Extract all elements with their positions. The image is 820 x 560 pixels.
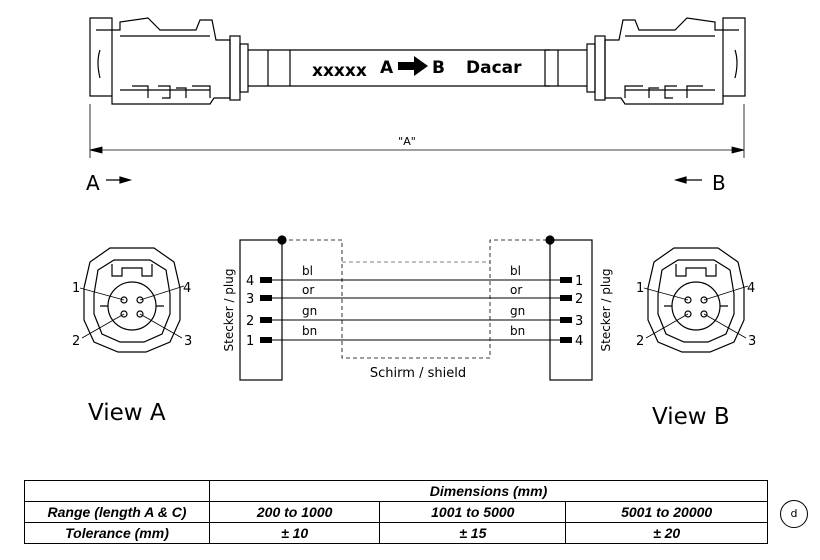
left-plug-box — [239, 239, 283, 381]
cable-body — [267, 49, 559, 87]
cable-brand: Dacar — [466, 58, 522, 78]
cable-assembly: xxxxx A B Dacar — [89, 17, 746, 105]
left-connector — [89, 17, 291, 105]
wire-color-left: gn — [302, 304, 317, 318]
view-a-pin-2: 2 — [72, 334, 80, 349]
view-a-face — [79, 247, 185, 353]
right-plug-box — [549, 239, 593, 381]
left-pin-number: 2 — [246, 314, 254, 329]
right-pin-number: 2 — [575, 292, 583, 307]
table-cell: ± 15 — [379, 522, 567, 544]
view-a-pin-3: 3 — [184, 334, 192, 349]
table-row: Tolerance (mm) ± 10 ± 15 ± 20 — [24, 522, 768, 544]
cable-part-number: xxxxx — [312, 61, 367, 81]
table-cell: 5001 to 20000 — [565, 501, 768, 523]
length-label: "A" — [398, 135, 416, 148]
wire-color-right: or — [510, 283, 522, 297]
length-dimension: "A" — [89, 104, 745, 158]
view-b-face — [643, 247, 749, 353]
wire-color-left: bn — [302, 324, 317, 338]
left-pin-number: 1 — [246, 334, 254, 349]
wire-color-left: or — [302, 283, 314, 297]
view-b-pin-2: 2 — [636, 334, 644, 349]
view-b-label: View B — [652, 404, 730, 430]
right-pin-number: 3 — [575, 314, 583, 329]
right-plug-label: Stecker / plug — [599, 269, 613, 352]
wire-color-right: gn — [510, 304, 525, 318]
wire-color-left: bl — [302, 264, 313, 278]
wire-color-right: bl — [510, 264, 521, 278]
right-connector — [544, 17, 746, 105]
end-a-arrow-icon — [106, 176, 133, 184]
cable-label-b: B — [432, 58, 445, 78]
view-a-pin-4: 4 — [183, 281, 191, 296]
left-plug-label: Stecker / plug — [222, 269, 236, 352]
right-pin-number: 1 — [575, 274, 583, 289]
left-pin-number: 4 — [246, 274, 254, 289]
table-header-row: Dimensions (mm) — [24, 480, 768, 502]
view-a-pin-1: 1 — [72, 281, 80, 296]
dimensions-table: Dimensions (mm) Range (length A & C) 200… — [24, 480, 768, 544]
view-b-pin-4: 4 — [747, 281, 755, 296]
table-cell: ± 10 — [208, 522, 381, 544]
end-b-label: B — [712, 171, 726, 195]
wire-color-right: bn — [510, 324, 525, 338]
cable-label-a: A — [380, 58, 394, 78]
shield-outline — [282, 239, 550, 359]
table-cell: 1001 to 5000 — [379, 501, 567, 523]
view-b-pin-1: 1 — [636, 281, 644, 296]
table-row: Range (length A & C) 200 to 1000 1001 to… — [24, 501, 768, 523]
right-pin-number: 4 — [575, 334, 583, 349]
table-header: Dimensions (mm) — [209, 480, 768, 502]
wiring-schematic — [239, 235, 593, 381]
end-a-label: A — [86, 171, 100, 195]
shield-label: Schirm / shield — [370, 366, 466, 381]
view-a-label: View A — [88, 400, 166, 426]
left-pin-number: 3 — [246, 292, 254, 307]
end-b-arrow-icon — [673, 176, 702, 184]
revision-badge: d — [780, 500, 808, 528]
table-row-label: Tolerance (mm) — [24, 522, 210, 544]
direction-arrow-icon — [398, 56, 428, 76]
table-row-label: Range (length A & C) — [24, 501, 210, 523]
table-cell: 200 to 1000 — [208, 501, 381, 523]
view-b-pin-3: 3 — [748, 334, 756, 349]
table-cell: ± 20 — [565, 522, 768, 544]
